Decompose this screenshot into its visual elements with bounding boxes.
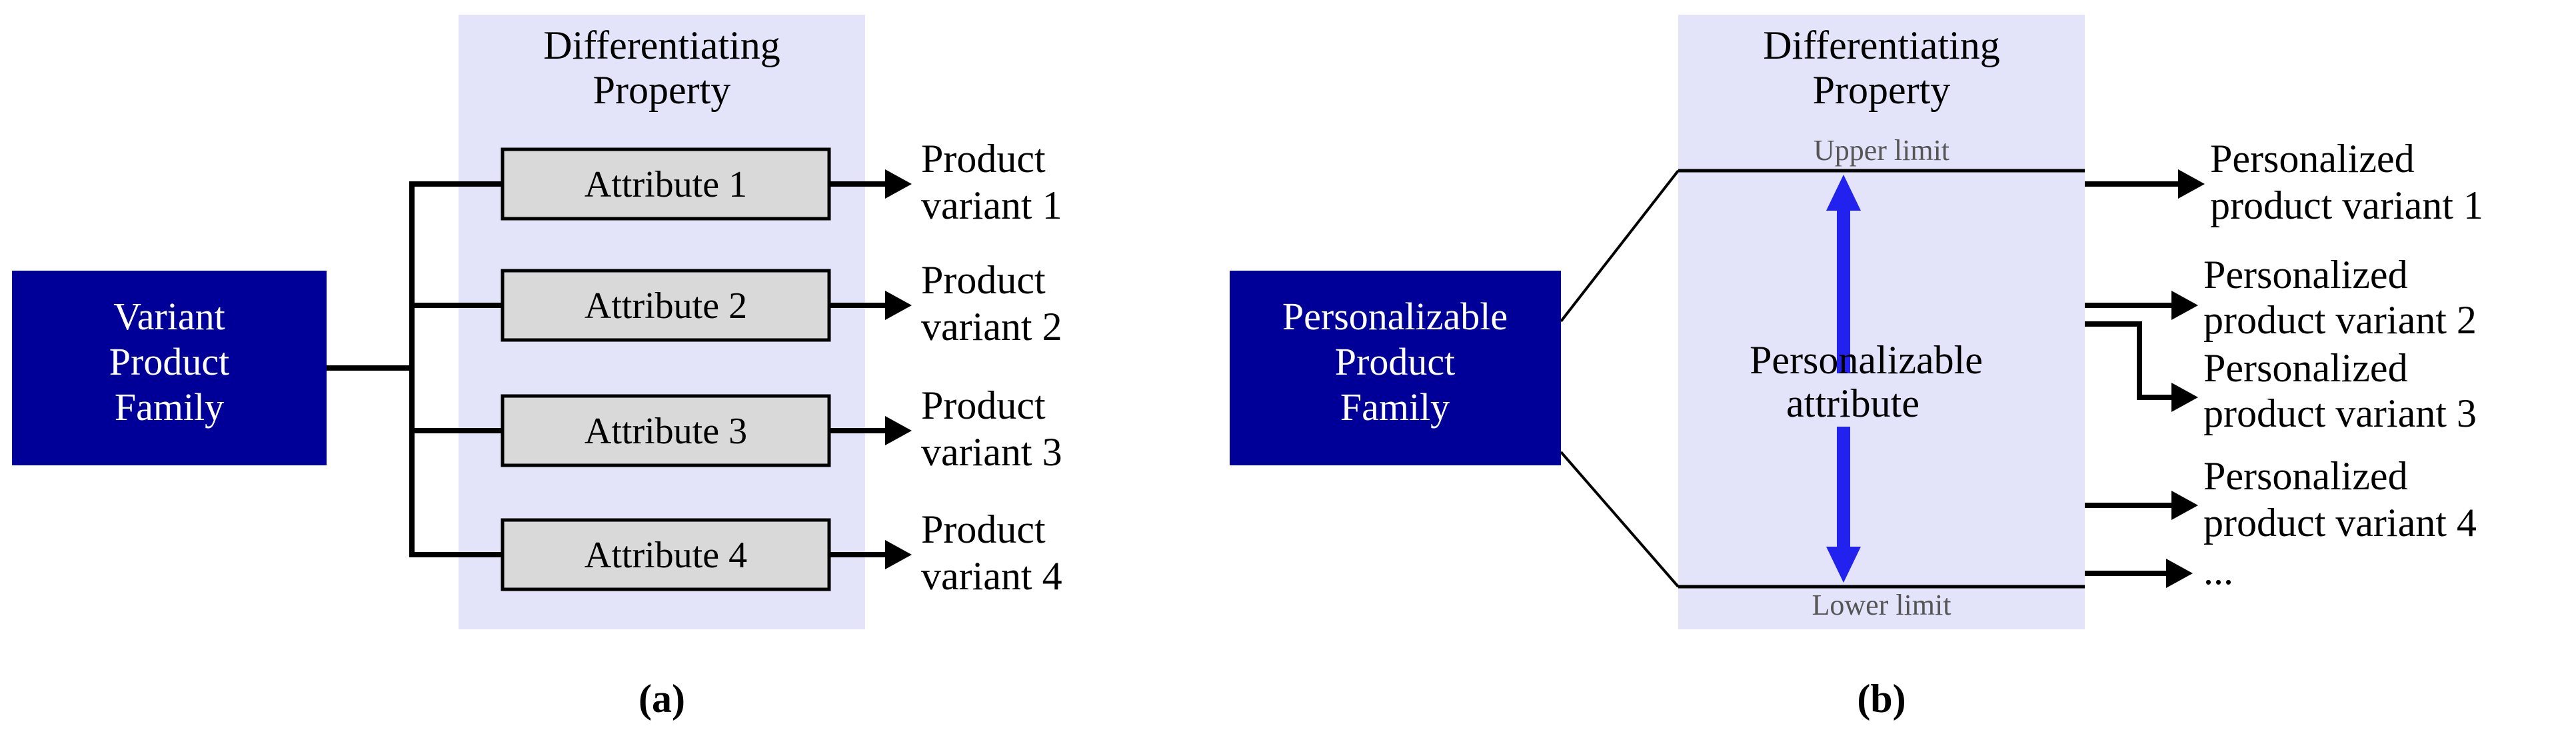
variant-a1-line2: variant 1 <box>921 183 1062 227</box>
variant-a4-line2: variant 4 <box>921 554 1062 598</box>
property-band-b <box>1678 15 2085 629</box>
variant-a2-line2: variant 2 <box>921 305 1062 349</box>
attribute-box-4: Attribute 4 <box>501 518 831 591</box>
variant-arrowheads-a <box>885 169 912 569</box>
variant-b3-line2: product variant 3 <box>2203 391 2477 435</box>
variant-b2-line1: Personalized <box>2203 253 2408 297</box>
variant-b1-line2: product variant 1 <box>2210 183 2483 227</box>
range-double-arrow <box>1826 175 1861 583</box>
variant-a3-line2: variant 3 <box>921 430 1062 474</box>
variant-a4-line1: Product <box>921 507 1046 551</box>
family-a-line2: Product <box>109 340 229 383</box>
variant-ellipsis: ... <box>2203 549 2233 593</box>
caption-a: (a) <box>639 677 685 721</box>
personalizable-attribute-line1: Personalizable <box>1750 338 1983 382</box>
caption-b: (b) <box>1857 677 1906 721</box>
attribute-label-3: Attribute 3 <box>585 411 747 452</box>
personalizable-product-family-box <box>1230 271 1561 465</box>
variant-a1-line1: Product <box>921 137 1046 181</box>
family-a-line3: Family <box>115 385 224 429</box>
variant-b2-line2: product variant 2 <box>2203 298 2477 342</box>
variant-product-family-box <box>12 271 327 465</box>
variant-arrowheads-b <box>2166 169 2205 588</box>
lower-limit-label: Lower limit <box>1812 589 1951 621</box>
attribute-box-3: Attribute 3 <box>501 394 831 467</box>
property-heading-a-line1: Differentiating <box>543 23 780 67</box>
property-heading-b-line1: Differentiating <box>1763 23 1999 67</box>
variant-b1-line1: Personalized <box>2210 137 2415 181</box>
property-heading-b-line2: Property <box>1813 68 1951 112</box>
tree-connector-a <box>327 181 503 557</box>
upper-limit-label: Upper limit <box>1814 134 1949 167</box>
variant-b4-line2: product variant 4 <box>2203 501 2477 545</box>
variant-a3-line1: Product <box>921 383 1046 427</box>
funnel-lines-b <box>1560 169 1680 588</box>
attribute-label-4: Attribute 4 <box>585 535 747 576</box>
variant-b3-line1: Personalized <box>2203 346 2408 390</box>
property-heading-a-line2: Property <box>593 68 731 112</box>
family-a-line1: Variant <box>113 295 225 338</box>
family-b-line1: Personalizable <box>1282 295 1508 338</box>
variant-b4-line1: Personalized <box>2203 454 2408 498</box>
variant-arrows-b <box>2085 181 2185 576</box>
attribute-box-2: Attribute 2 <box>501 269 831 342</box>
family-b-line2: Product <box>1335 340 1455 383</box>
family-b-line3: Family <box>1340 385 1450 429</box>
attribute-label-1: Attribute 1 <box>585 164 747 205</box>
attribute-box-1: Attribute 1 <box>501 147 831 221</box>
variant-a2-line1: Product <box>921 258 1046 302</box>
personalizable-attribute-line2: attribute <box>1786 381 1920 425</box>
attribute-label-2: Attribute 2 <box>585 285 747 327</box>
